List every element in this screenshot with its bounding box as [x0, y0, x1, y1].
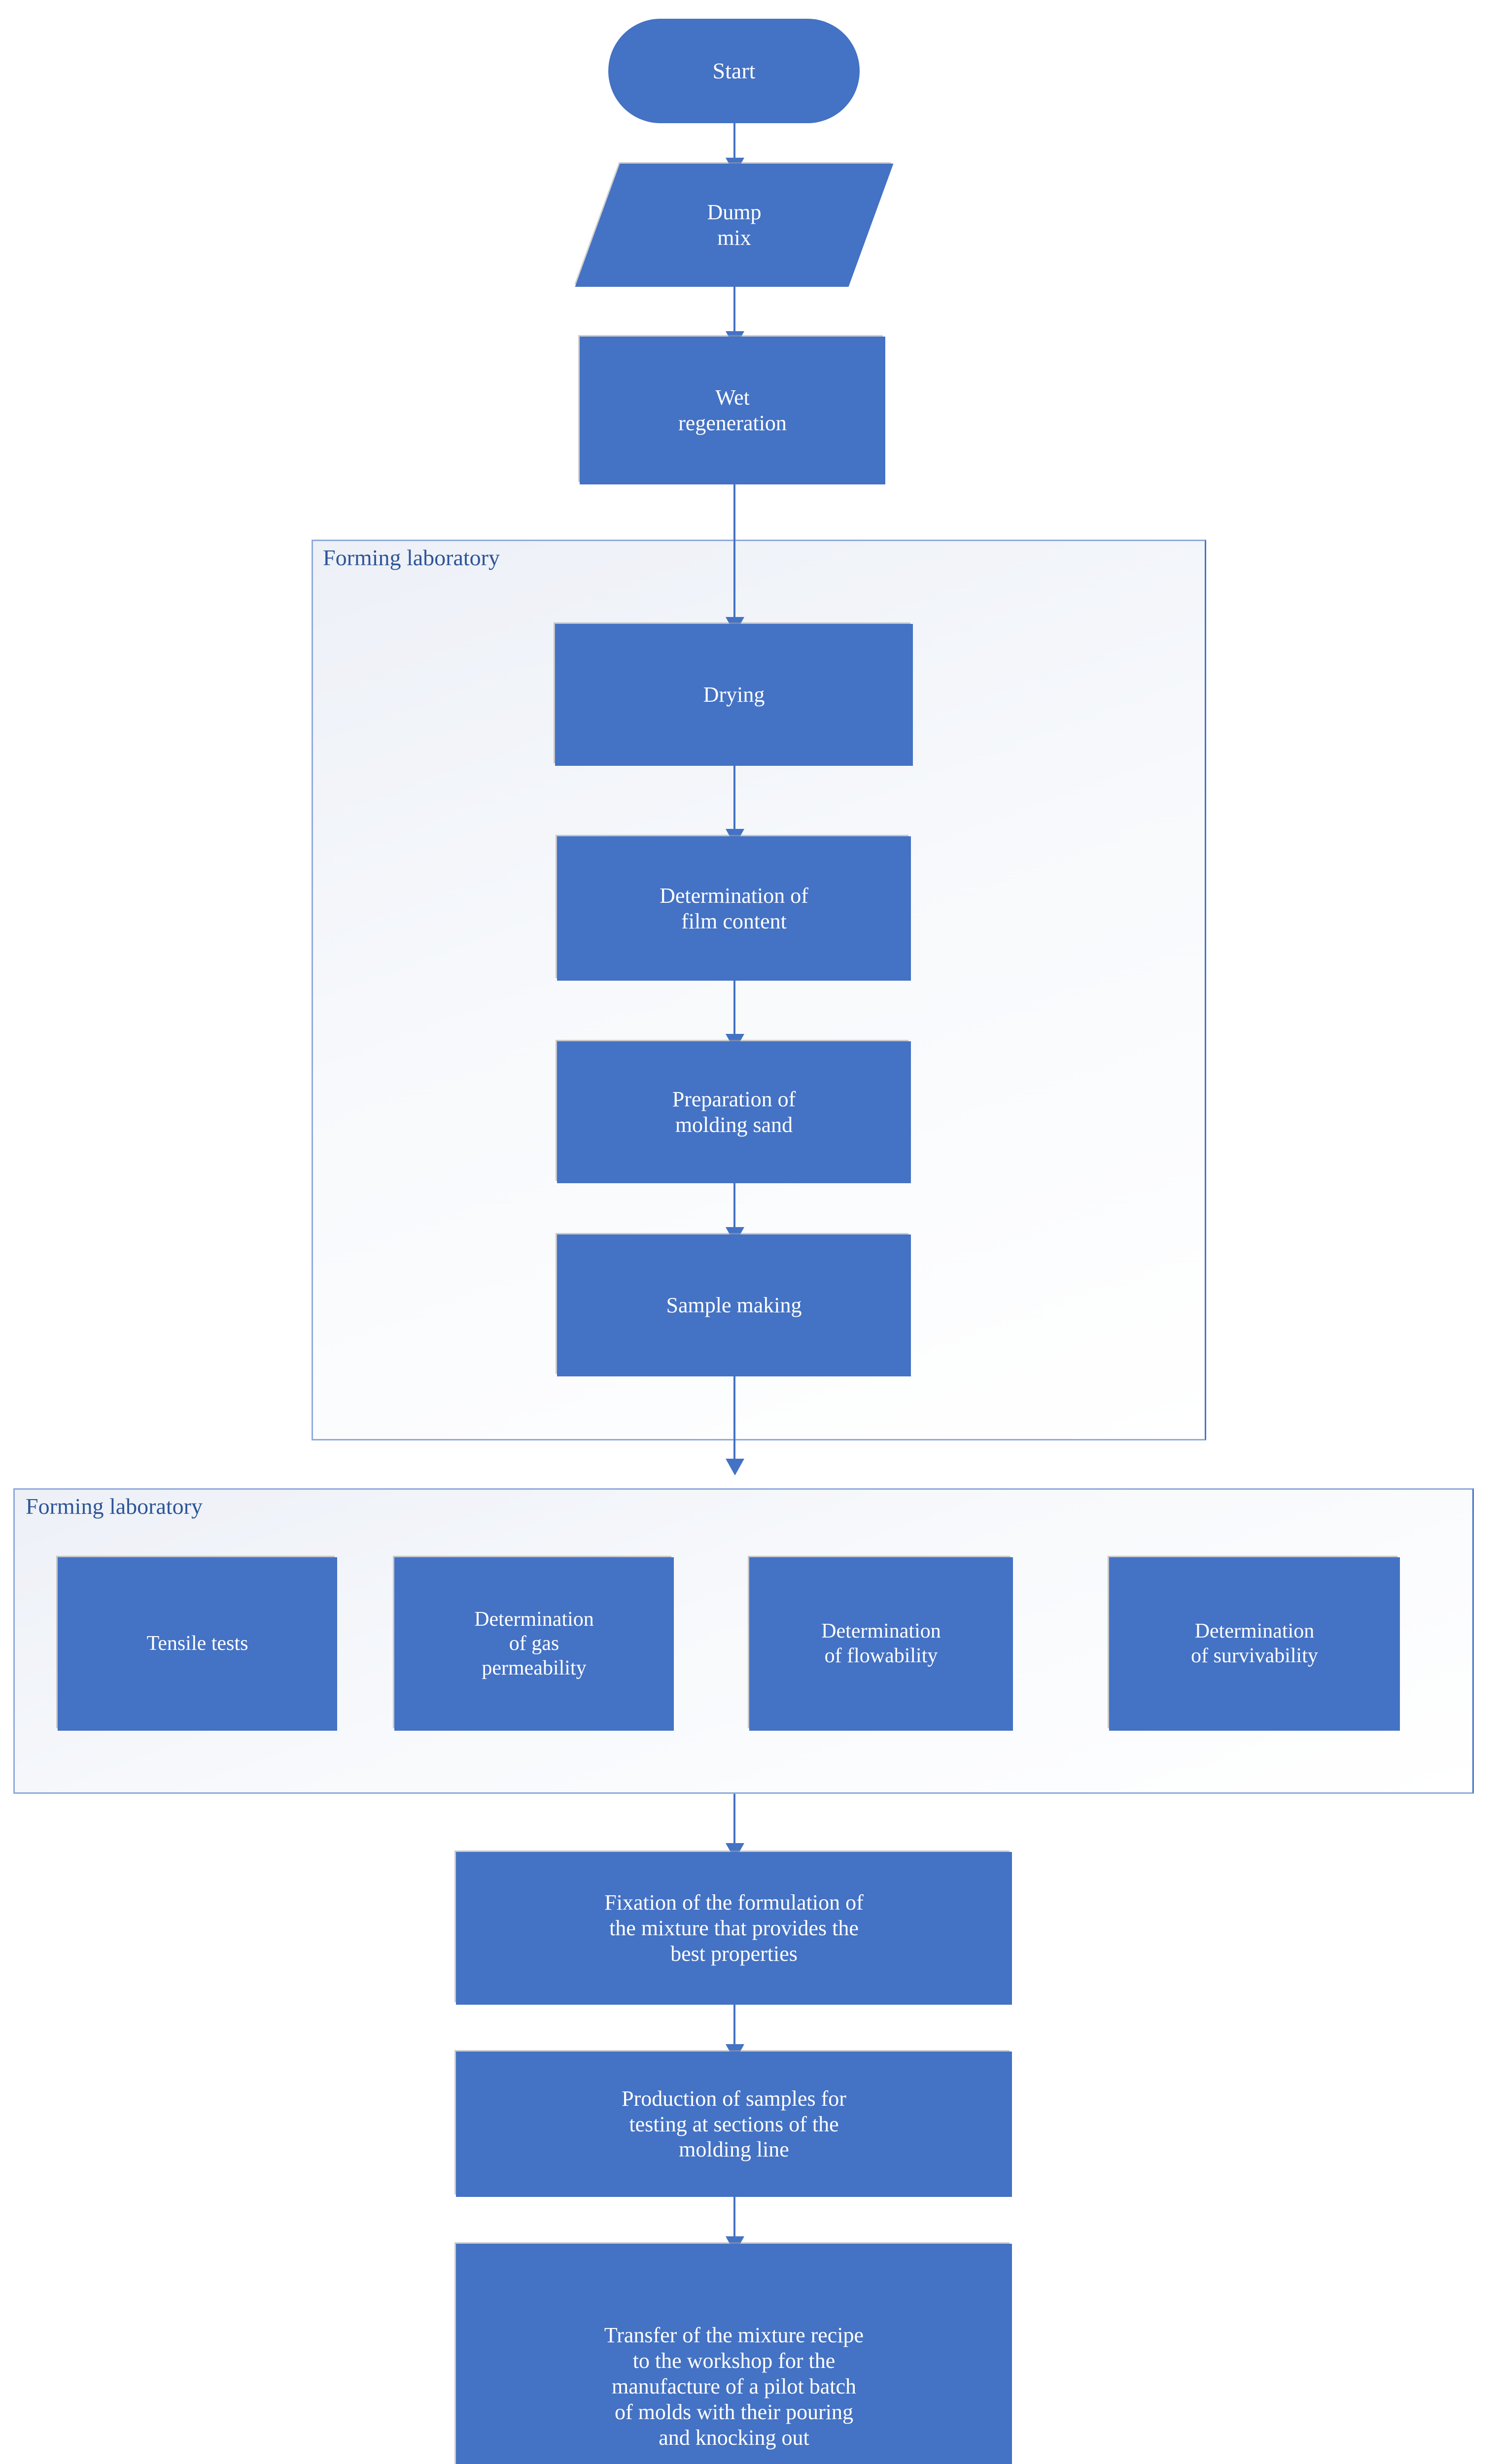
node-fixation-of-formulation[interactable]: Fixation of the formulation of the mixtu…: [456, 1852, 1012, 2005]
node-dump-mix[interactable]: Dump mix: [575, 164, 894, 287]
connector-production-to-transfer-line: [733, 2195, 735, 2242]
node-dump-mix-label: Dump mix: [707, 200, 762, 250]
connector-fixation-to-production-line: [733, 2003, 735, 2050]
node-start[interactable]: Start: [608, 19, 860, 123]
connector-prep-to-sample-line: [733, 1182, 735, 1236]
connector-start-to-dump-line: [733, 122, 735, 164]
node-drying[interactable]: Drying: [555, 624, 913, 766]
group-label-forming-laboratory-2: Forming laboratory: [26, 1494, 203, 1519]
connector-film-to-prep-line: [733, 980, 735, 1041]
connector-dump-to-wet-line: [733, 286, 735, 335]
node-wet-regeneration[interactable]: Wet regeneration: [580, 337, 885, 484]
connector-sample-to-lab2-arrowhead: [726, 1459, 744, 1475]
node-sample-making[interactable]: Sample making: [557, 1234, 911, 1376]
connector-wet-to-drying-line: [733, 483, 735, 621]
node-determination-of-gas-permeability[interactable]: Determination of gas permeability: [394, 1557, 674, 1731]
node-transfer-of-mixture-recipe[interactable]: Transfer of the mixture recipe to the wo…: [456, 2244, 1012, 2464]
connector-drying-to-film-line: [733, 764, 735, 833]
node-determination-of-film-content[interactable]: Determination of film content: [557, 836, 911, 981]
group-label-forming-laboratory-1: Forming laboratory: [323, 545, 500, 570]
node-production-of-samples[interactable]: Production of samples for testing at sec…: [456, 2052, 1012, 2197]
connector-lab2-to-fixation-line: [733, 1794, 735, 1850]
connector-sample-to-lab2-line: [733, 1375, 735, 1466]
node-tensile-tests[interactable]: Tensile tests: [58, 1557, 337, 1731]
node-determination-of-survivability[interactable]: Determination of survivability: [1109, 1557, 1400, 1731]
node-preparation-of-molding-sand[interactable]: Preparation of molding sand: [557, 1041, 911, 1183]
node-determination-of-flowability[interactable]: Determination of flowability: [749, 1557, 1013, 1731]
